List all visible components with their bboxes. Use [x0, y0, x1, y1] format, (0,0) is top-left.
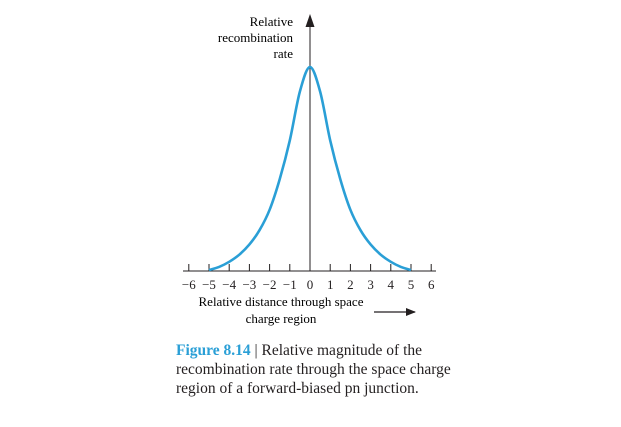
x-tick-label: 3	[367, 277, 374, 292]
x-tick-label: 0	[307, 277, 314, 292]
y-axis-arrowhead	[305, 14, 315, 27]
x-tick-label: −4	[222, 277, 236, 292]
x-tick-label: −6	[182, 277, 196, 292]
x-tick-label: 5	[408, 277, 415, 292]
figure-caption: Figure 8.14 | Relative magnitude of the …	[176, 341, 476, 398]
x-tick-label: −5	[202, 277, 216, 292]
y-axis-label-line-2: recombination	[218, 30, 294, 45]
x-axis-label-line-2: charge region	[246, 311, 317, 326]
caption-separator: |	[254, 342, 258, 359]
x-tick-label: −2	[263, 277, 277, 292]
figure-label: Figure 8.14	[176, 342, 251, 359]
x-tick-label: 1	[327, 277, 334, 292]
x-tick-label: −3	[242, 277, 256, 292]
x-axis-label-line-1: Relative distance through space	[199, 294, 364, 309]
x-tick-label: 4	[388, 277, 395, 292]
x-tick-label: 6	[428, 277, 435, 292]
x-ticks	[188, 264, 432, 271]
y-axis-label-line-1: Relative	[250, 14, 294, 29]
series-layer	[208, 65, 412, 272]
x-tick-label: −1	[283, 277, 297, 292]
recombination-rate-curve	[208, 65, 412, 272]
caption-text: Relative magnitude of the recombination …	[176, 342, 451, 397]
x-tick-label: 2	[347, 277, 354, 292]
y-axis-label-line-3: rate	[274, 46, 294, 61]
